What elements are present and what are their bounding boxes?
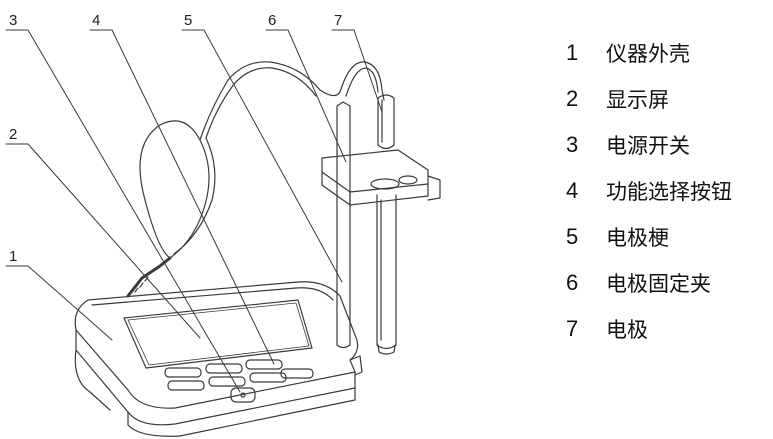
electrode-holder bbox=[321, 149, 441, 206]
legend-item-4: 4 功能选择按钮 bbox=[566, 168, 771, 214]
callout-number-6: 6 bbox=[268, 12, 276, 29]
callout-number-3: 3 bbox=[9, 12, 17, 29]
cable bbox=[126, 61, 385, 298]
legend-label: 电源开关 bbox=[606, 134, 690, 158]
diagram-callout-numbers: 3 4 5 6 7 2 1 bbox=[9, 12, 342, 265]
legend-number: 2 bbox=[566, 86, 579, 111]
legend-number: 3 bbox=[566, 132, 579, 157]
legend-label: 电极 bbox=[606, 318, 648, 342]
legend-item-6: 6 电极固定夹 bbox=[566, 260, 771, 306]
legend-number: 1 bbox=[566, 40, 579, 65]
legend-label: 仪器外壳 bbox=[606, 42, 690, 66]
parts-legend: 1 仪器外壳 2 显示屏 3 电源开关 4 功能选择按钮 5 电极梗 6 电极固… bbox=[566, 30, 771, 352]
leader-lines bbox=[5, 29, 383, 393]
callout-number-1: 1 bbox=[9, 248, 17, 265]
callout-number-7: 7 bbox=[334, 12, 342, 29]
electrode bbox=[376, 94, 397, 355]
legend-number: 7 bbox=[566, 316, 579, 341]
electrode-rod bbox=[336, 101, 351, 349]
callout-number-4: 4 bbox=[92, 12, 100, 29]
power-switch bbox=[230, 387, 256, 403]
legend-item-3: 3 电源开关 bbox=[566, 122, 771, 168]
legend-item-7: 7 电极 bbox=[566, 306, 771, 352]
button-panel bbox=[164, 359, 314, 391]
legend-label: 电极固定夹 bbox=[606, 272, 711, 296]
display-screen bbox=[123, 299, 313, 369]
legend-number: 4 bbox=[566, 178, 579, 203]
legend-label: 显示屏 bbox=[606, 88, 669, 112]
legend-label: 功能选择按钮 bbox=[606, 180, 732, 204]
legend-item-5: 5 电极梗 bbox=[566, 214, 771, 260]
callout-number-2: 2 bbox=[9, 126, 17, 143]
legend-item-1: 1 仪器外壳 bbox=[566, 30, 771, 76]
legend-item-2: 2 显示屏 bbox=[566, 76, 771, 122]
legend-number: 5 bbox=[566, 224, 579, 249]
legend-number: 6 bbox=[566, 270, 579, 295]
instrument-housing bbox=[74, 281, 363, 437]
legend-label: 电极梗 bbox=[606, 226, 669, 250]
callout-number-5: 5 bbox=[184, 12, 192, 29]
